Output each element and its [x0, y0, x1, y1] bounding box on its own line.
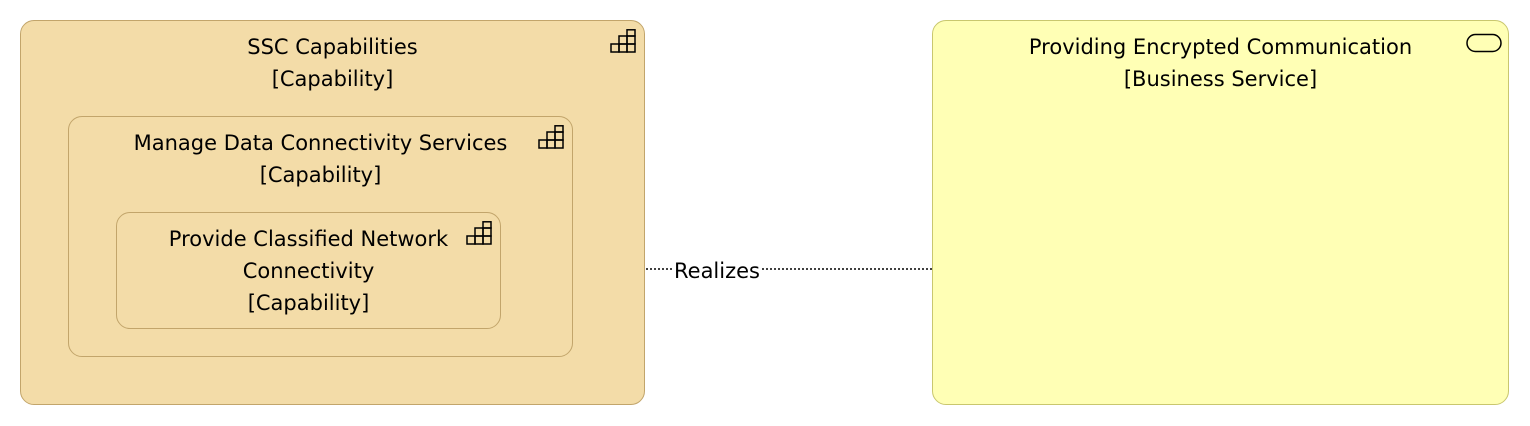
providing-encrypted-communication-node[interactable]: Providing Encrypted Communication [Busin… [932, 20, 1509, 405]
element-name-line2: Connectivity [242, 259, 375, 283]
element-type: [Capability] [259, 163, 382, 187]
business-service-icon [1466, 33, 1502, 53]
element-name: SSC Capabilities [247, 35, 418, 59]
node-label: Provide Classified Network Connectivity … [117, 223, 500, 319]
node-label: Manage Data Connectivity Services [Capab… [69, 127, 572, 191]
capability-stairs-icon [466, 221, 492, 245]
node-label: SSC Capabilities [Capability] [21, 31, 644, 95]
element-name-line1: Provide Classified Network [168, 227, 449, 251]
element-type: [Capability] [271, 67, 394, 91]
element-name: Providing Encrypted Communication [1028, 35, 1413, 59]
element-type: [Capability] [247, 291, 370, 315]
node-label: Providing Encrypted Communication [Busin… [933, 31, 1508, 95]
realizes-label: Realizes [672, 256, 762, 286]
element-type: [Business Service] [1123, 67, 1318, 91]
capability-stairs-icon [538, 125, 564, 149]
capability-stairs-icon [610, 29, 636, 53]
provide-classified-network-connectivity-node[interactable]: Provide Classified Network Connectivity … [116, 212, 501, 329]
element-name: Manage Data Connectivity Services [133, 131, 508, 155]
